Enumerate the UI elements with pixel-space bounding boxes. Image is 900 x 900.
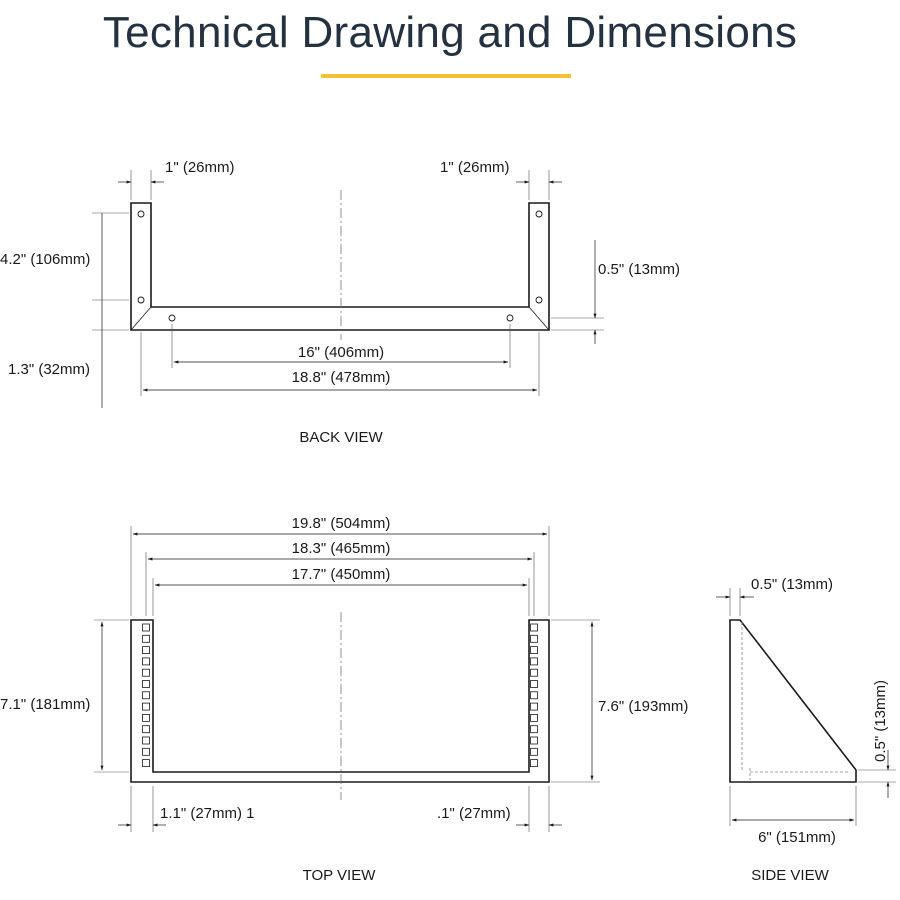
side-view: 0.5" (13mm) 0.5" (13mm) 6" (151mm) SIDE …	[716, 576, 896, 884]
rail-square-hole	[142, 736, 150, 745]
mounting-hole	[506, 314, 514, 322]
dim-label-bottom-offset: 1.3" (32mm)	[8, 361, 90, 378]
top-view-outline	[130, 619, 550, 783]
back-view-mounting-holes	[137, 210, 543, 322]
top-view-label: TOP VIEW	[303, 867, 377, 884]
rail-square-hole	[530, 623, 538, 632]
dim-label-left-depth: 7.1" (181mm)	[0, 696, 90, 713]
rail-square-hole	[142, 725, 150, 734]
rail-square-hole	[142, 759, 150, 767]
back-view: 1" (26mm) 1" (26mm) 4.2" (106mm) 1.3" (3…	[0, 159, 680, 446]
mounting-hole	[535, 296, 543, 304]
dim-label-back-overall-width: 18.8" (478mm)	[292, 369, 391, 386]
side-view-outline	[729, 619, 857, 783]
rail-square-hole	[530, 634, 538, 643]
top-view: 19.8" (504mm) 18.3" (465mm) 17.7" (450mm…	[0, 515, 688, 884]
side-view-label: SIDE VIEW	[751, 867, 829, 884]
rail-square-hole	[530, 680, 538, 688]
dim-label-inner-span: 17.7" (450mm)	[292, 566, 391, 583]
dim-label-left-rail: 1.1" (27mm) 1	[160, 805, 255, 822]
dim-label-side-depth: 6" (151mm)	[758, 829, 836, 846]
rail-square-hole	[142, 747, 150, 756]
mounting-hole	[535, 210, 543, 218]
rail-square-hole	[530, 668, 538, 677]
rail-square-hole	[142, 702, 150, 711]
back-view-right-bevel	[528, 306, 550, 331]
rail-square-hole	[142, 714, 150, 722]
rail-square-hole	[142, 646, 150, 654]
rail-square-hole	[142, 668, 150, 677]
mounting-hole	[137, 296, 145, 304]
rail-square-hole	[142, 691, 150, 700]
dim-label-top-overall-width: 19.8" (504mm)	[292, 515, 391, 532]
back-view-outline	[130, 202, 550, 331]
rail-square-hole	[530, 736, 538, 745]
dim-label-side-thickness: 0.5" (13mm)	[751, 576, 833, 593]
top-view-left-slots	[142, 623, 150, 767]
dim-label-outer-rail-span: 18.3" (465mm)	[292, 540, 391, 557]
dim-label-right-rail: .1" (27mm)	[437, 805, 511, 822]
page-title: Technical Drawing and Dimensions	[102, 8, 798, 57]
rail-square-hole	[530, 691, 538, 700]
rail-square-hole	[142, 657, 150, 666]
title-accent-rule	[321, 74, 571, 78]
rail-square-hole	[142, 680, 150, 688]
back-view-label: BACK VIEW	[299, 429, 383, 446]
back-view-left-bevel	[130, 306, 152, 331]
rail-square-hole	[530, 747, 538, 756]
rail-square-hole	[142, 623, 150, 632]
rail-square-hole	[530, 759, 538, 767]
rail-square-hole	[530, 725, 538, 734]
rail-square-hole	[530, 646, 538, 654]
dim-label-back-height: 4.2" (106mm)	[0, 251, 90, 268]
top-view-right-slots	[530, 623, 538, 767]
dim-label-right-flange: 1" (26mm)	[440, 159, 510, 176]
rail-square-hole	[530, 702, 538, 711]
dim-label-left-flange: 1" (26mm)	[165, 159, 235, 176]
mounting-hole	[168, 314, 176, 322]
rail-square-hole	[142, 634, 150, 643]
mounting-hole	[137, 210, 145, 218]
dim-label-right-depth: 7.6" (193mm)	[598, 698, 688, 715]
dim-label-hole-offset: 0.5" (13mm)	[598, 261, 680, 278]
dim-label-hole-spacing: 16" (406mm)	[298, 344, 384, 361]
dim-label-side-base-thickness: 0.5" (13mm)	[872, 680, 889, 762]
rail-square-hole	[530, 714, 538, 722]
rail-square-hole	[530, 657, 538, 666]
